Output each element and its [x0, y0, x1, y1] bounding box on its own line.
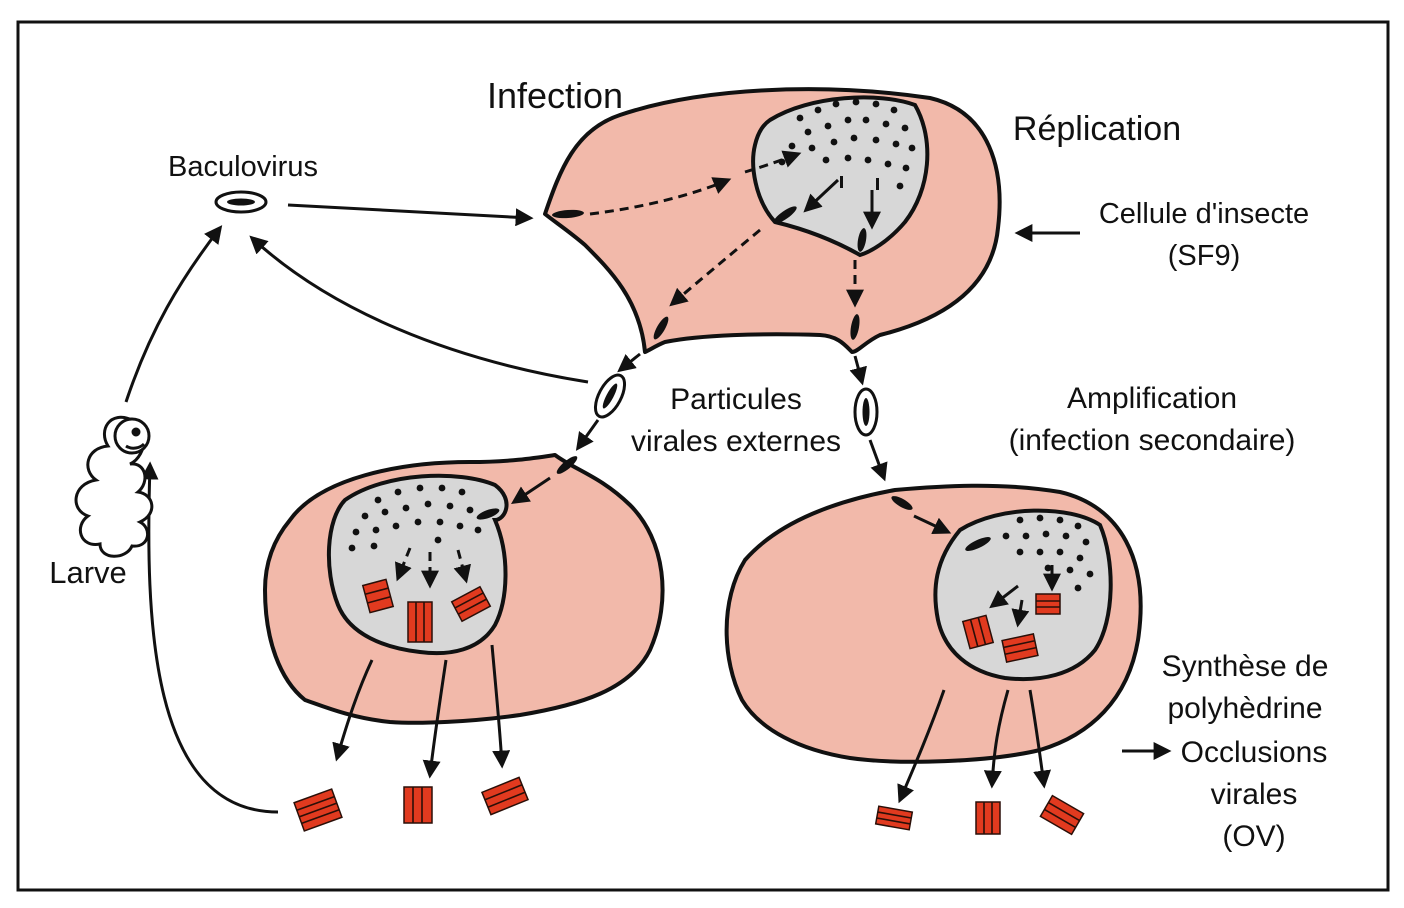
arrow-particle-to-bottom-right-cell — [868, 439, 888, 482]
bottom-right-nucleus-virions — [1002, 514, 1094, 592]
label-occlusions-line1: Occlusions — [1181, 736, 1328, 769]
top-infected-cell — [543, 87, 1002, 354]
bottom-left-nuclear-occlusion-bodies — [361, 578, 492, 643]
arrow-occlusion-to-larva — [140, 461, 279, 814]
label-particles-line2: virales externes — [631, 425, 841, 458]
label-baculovirus: Baculovirus — [168, 151, 318, 183]
bottom-left-cell — [263, 453, 665, 779]
top-entry-path — [589, 177, 732, 216]
top-entry-virion — [552, 209, 584, 219]
label-replication: Réplication — [1013, 110, 1181, 148]
label-cell-line1: Cellule d'insecte — [1099, 198, 1309, 230]
arrow-particle-to-baculovirus — [249, 235, 589, 384]
top-nuclear-entry-path — [744, 150, 802, 174]
arrow-baculovirus-to-cell — [287, 203, 534, 227]
label-synthesis-line1: Synthèse de — [1162, 650, 1329, 683]
external-particle-right — [853, 387, 879, 437]
diagram-frame — [16, 20, 1390, 892]
larva-icon — [74, 415, 154, 558]
label-infection: Infection — [487, 75, 623, 116]
label-occlusions-line2: virales — [1211, 778, 1298, 811]
arrow-cell-to-particle-left — [617, 352, 641, 373]
label-cell-line2: (SF9) — [1168, 240, 1241, 272]
label-amplification-line1: Amplification — [1067, 382, 1237, 415]
baculovirus-particle — [214, 190, 268, 214]
label-larva: Larve — [49, 555, 127, 590]
released-occlusion-bodies — [293, 776, 1085, 836]
label-particles-line1: Particules — [670, 383, 802, 416]
label-synthesis-line2: polyhèdrine — [1167, 692, 1322, 725]
bottom-left-nucleus-virions — [348, 484, 482, 552]
arrow-larva-to-baculovirus — [124, 225, 223, 403]
label-occlusions-line3: (OV) — [1222, 820, 1285, 853]
external-particle-left — [593, 373, 627, 419]
bottom-right-cell — [724, 483, 1143, 804]
label-amplification-line2: (infection secondaire) — [1009, 424, 1296, 457]
arrow-particle-to-bottom-left-cell — [575, 419, 600, 451]
bottom-right-nuclear-occlusion-bodies — [961, 593, 1061, 663]
arrow-cell-to-particle-right — [849, 355, 867, 386]
